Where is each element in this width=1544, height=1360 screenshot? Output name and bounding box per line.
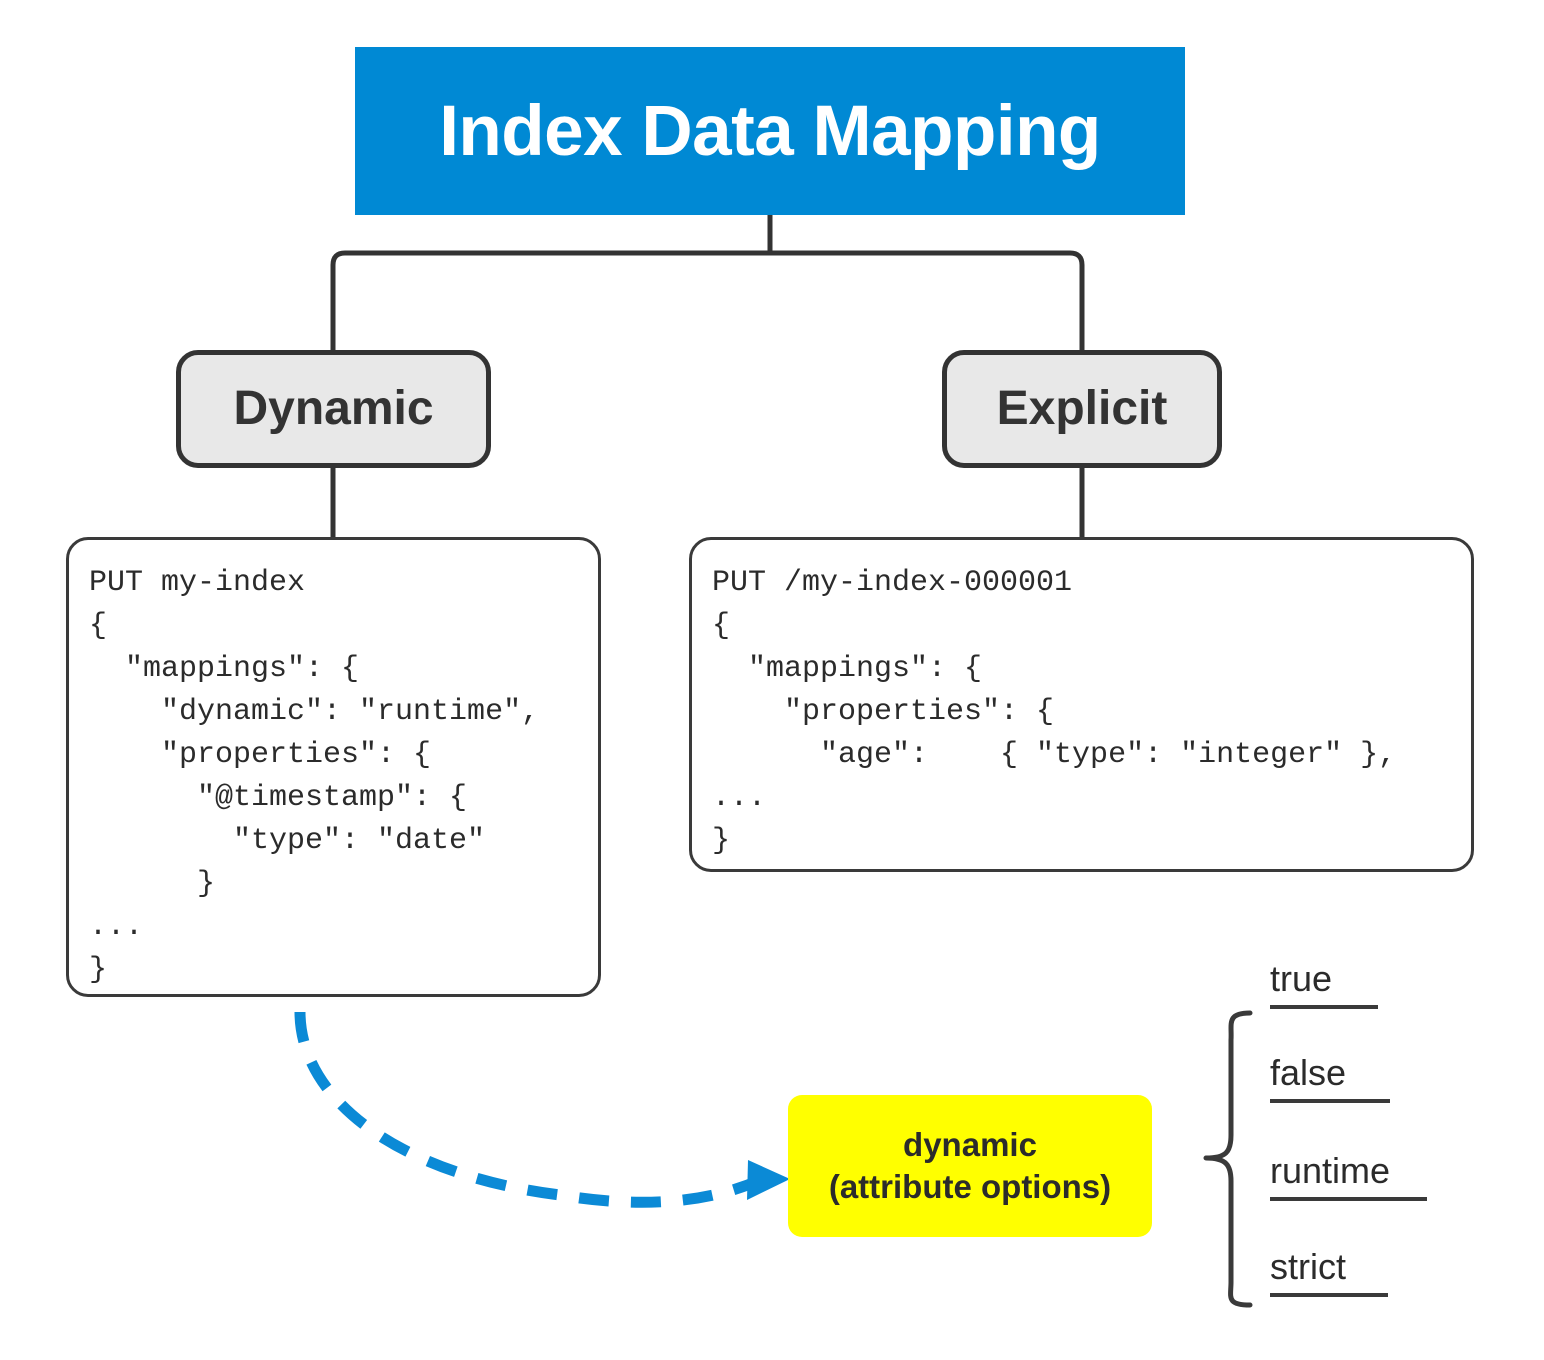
callout-subtitle: (attribute options) [828, 1168, 1112, 1205]
diagram-title-banner: Index Data Mapping [355, 47, 1185, 215]
callout-dynamic-attribute-options: dynamic (attribute options) [788, 1095, 1152, 1237]
callout-title: dynamic [903, 1126, 1037, 1163]
option-item-false: false [1270, 1049, 1390, 1103]
node-explicit-label: Explicit [996, 382, 1168, 435]
option-label-strict: strict [1270, 1246, 1346, 1287]
options-curly-brace [1203, 1010, 1253, 1308]
option-item-strict: strict [1270, 1243, 1388, 1297]
code-block-explicit: PUT /my-index-000001 { "mappings": { "pr… [689, 537, 1474, 872]
option-underline-strict [1270, 1293, 1388, 1297]
connector-bus-right [770, 250, 1085, 350]
code-block-explicit-text: PUT /my-index-000001 { "mappings": { "pr… [712, 566, 1397, 858]
node-explicit: Explicit [942, 350, 1222, 468]
option-label-true: true [1270, 958, 1333, 999]
connector-bus-left [330, 250, 770, 350]
page-title: Index Data Mapping [439, 91, 1101, 171]
option-underline-runtime [1270, 1197, 1427, 1201]
option-underline-true [1270, 1005, 1378, 1009]
node-dynamic: Dynamic [176, 350, 491, 468]
option-label-runtime: runtime [1270, 1150, 1391, 1191]
code-block-dynamic-text: PUT my-index { "mappings": { "dynamic": … [89, 566, 540, 987]
option-label-false: false [1270, 1052, 1347, 1093]
option-item-runtime: runtime [1270, 1147, 1427, 1201]
option-underline-false [1270, 1099, 1390, 1103]
dashed-arrow-curve [294, 1011, 763, 1208]
node-dynamic-label: Dynamic [233, 382, 434, 435]
option-item-true: true [1270, 955, 1378, 1009]
code-block-dynamic: PUT my-index { "mappings": { "dynamic": … [66, 537, 601, 997]
dashed-arrow-head [747, 1160, 790, 1200]
